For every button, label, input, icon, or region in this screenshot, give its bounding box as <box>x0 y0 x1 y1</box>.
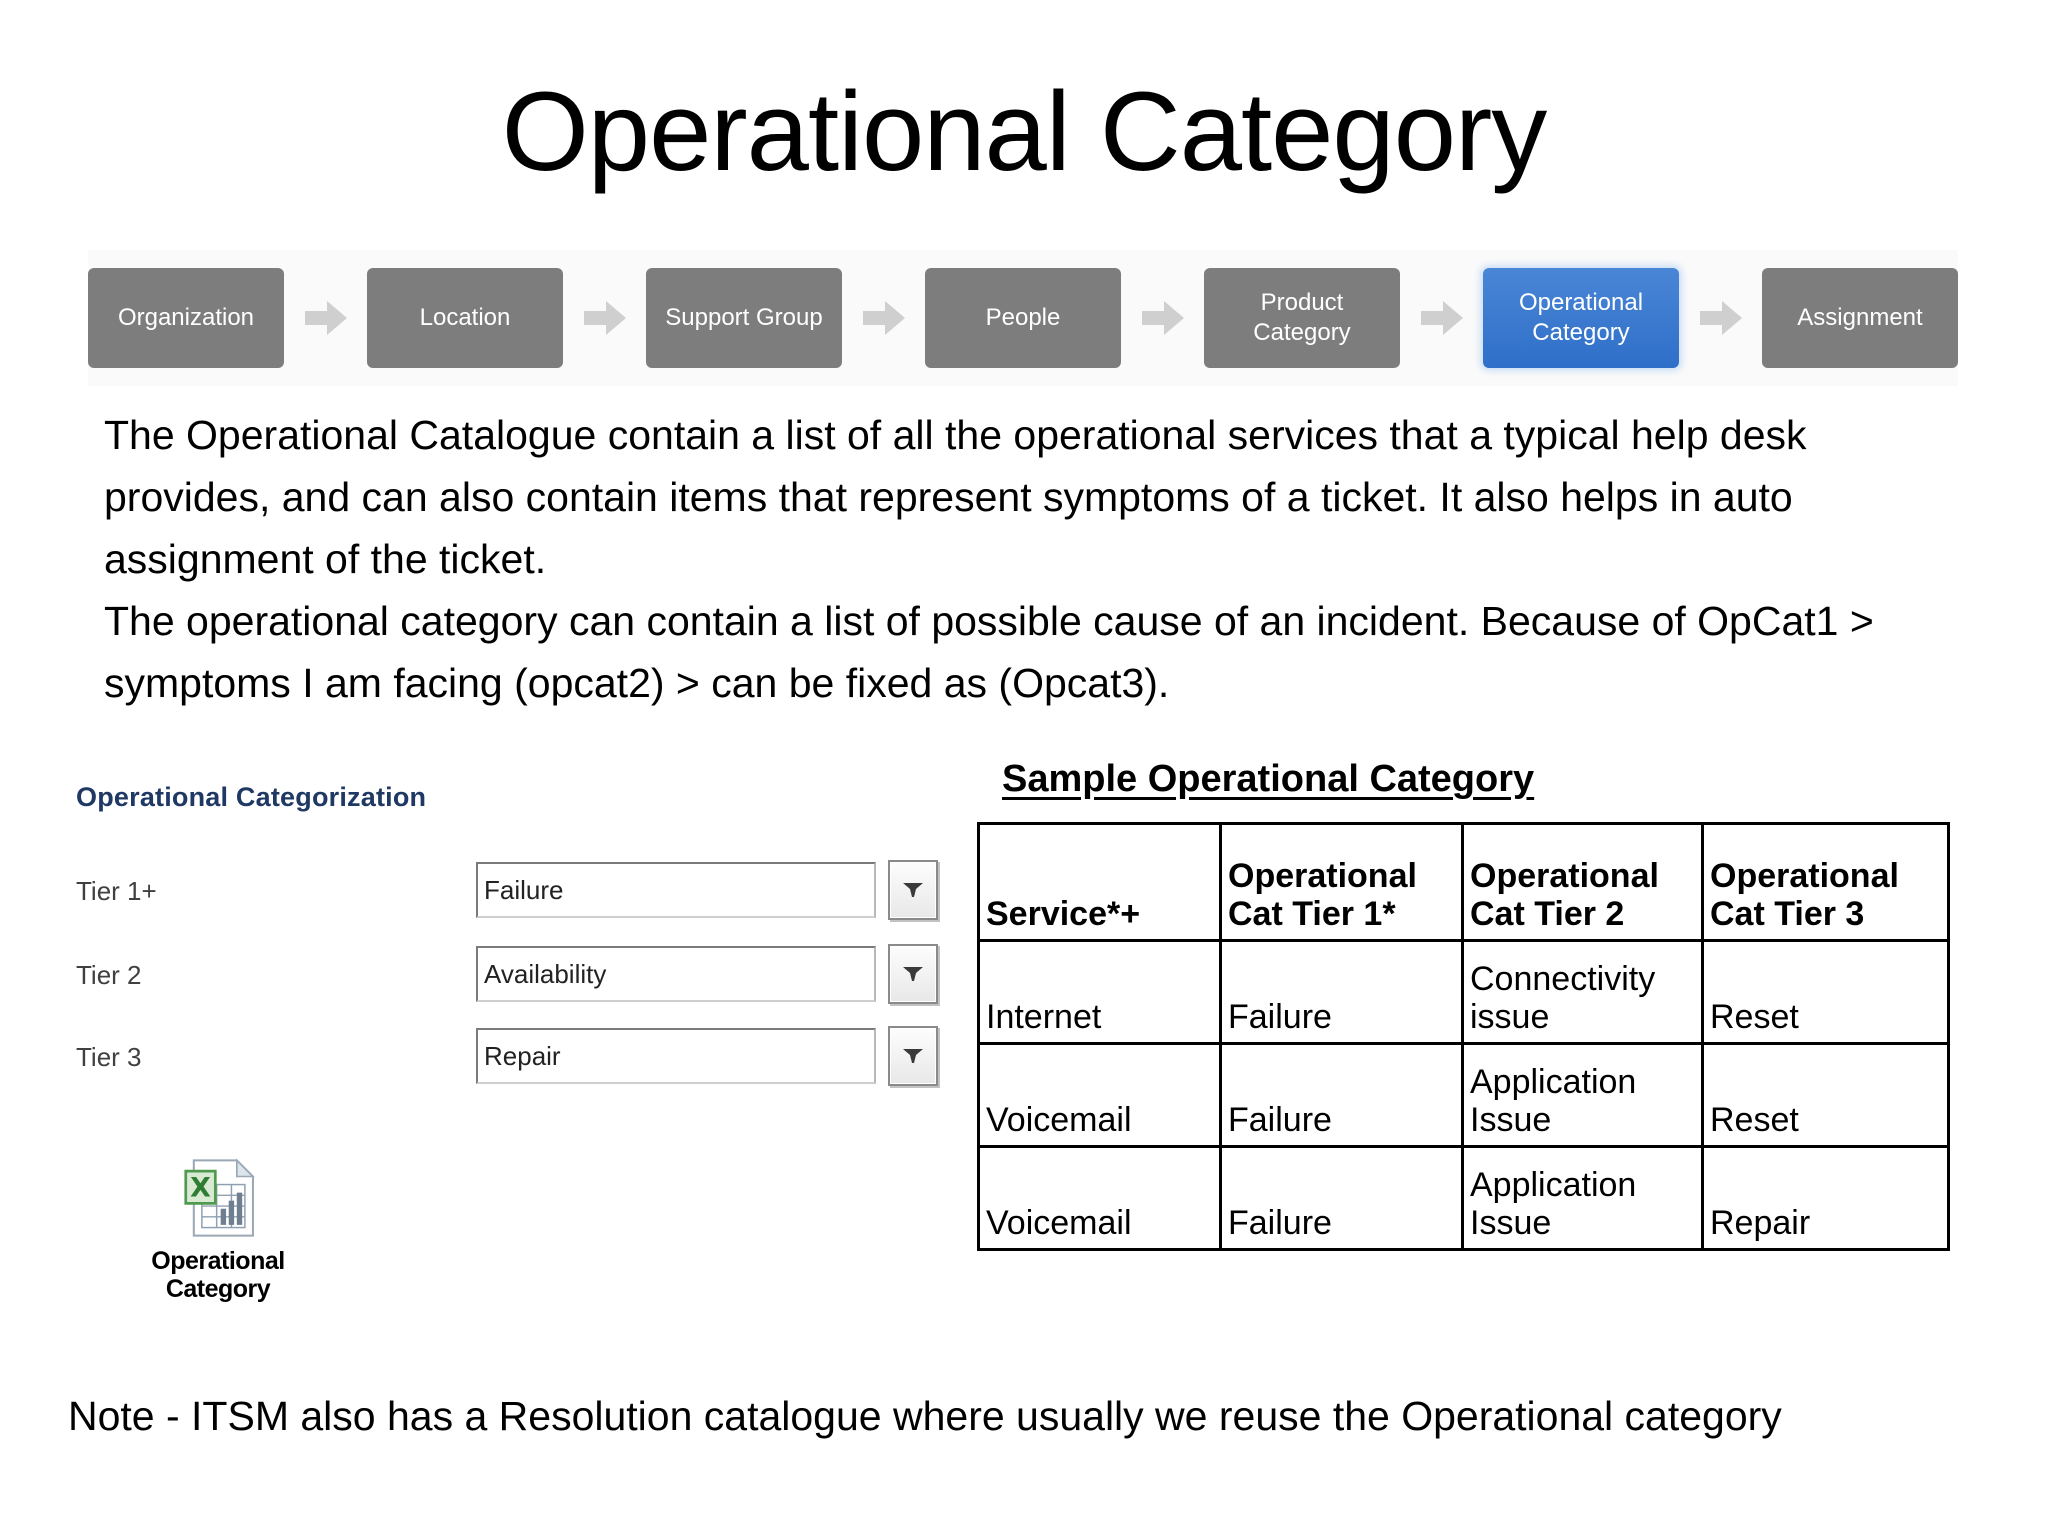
table-row: Voicemail Failure Application Issue Repa… <box>977 1145 1950 1251</box>
table-cell-service: Internet <box>977 939 1222 1045</box>
tier-3-input[interactable]: Repair <box>476 1028 876 1084</box>
tier-2-dropdown-button[interactable] <box>888 944 938 1004</box>
operational-categorization-form: Operational Categorization Tier 1+ Failu… <box>76 782 956 1122</box>
breadcrumb-item-label: Organization <box>117 304 255 331</box>
table-header-service: Service*+ <box>977 822 1222 942</box>
page-title: Operational Category <box>501 69 1548 194</box>
breadcrumb-item-assignment[interactable]: Assignment <box>1762 268 1958 368</box>
table-cell-tier-1: Failure <box>1219 939 1464 1045</box>
table-cell-tier-2: Application Issue <box>1461 1145 1704 1251</box>
chevron-down-icon <box>903 967 923 981</box>
breadcrumb-item-people[interactable]: People <box>925 268 1121 368</box>
right-arrow-icon <box>1137 298 1189 338</box>
form-row-tier-3: Tier 3 Repair <box>76 1026 956 1090</box>
excel-caption-line-2: Category <box>165 1275 271 1303</box>
excel-caption-line-1: Operational <box>151 1247 285 1275</box>
excel-spreadsheet-icon: X <box>184 1158 255 1237</box>
table-cell-tier-2: Connectivity issue <box>1461 939 1704 1045</box>
table-cell-tier-2: Application Issue <box>1461 1042 1704 1148</box>
operational-category-file-shortcut[interactable]: X Operational Category <box>118 1155 318 1303</box>
table-cell-tier-3: Reset <box>1701 939 1950 1045</box>
breadcrumb: Organization Location Support Group People P… <box>88 250 1958 386</box>
form-label-tier-3: Tier 3 <box>76 1042 142 1072</box>
breadcrumb-item-label: Support Group <box>665 304 823 331</box>
breadcrumb-item-label: Assignment <box>1797 304 1923 331</box>
breadcrumb-item-operational-category[interactable]: Operational Category <box>1483 268 1679 368</box>
table-row: Internet Failure Connectivity issue Rese… <box>977 939 1950 1045</box>
sample-table-heading: Sample Operational Category <box>1002 758 1535 800</box>
form-label-tier-1: Tier 1+ <box>76 876 157 906</box>
form-row-tier-2: Tier 2 Availability <box>76 944 956 1008</box>
footer-note: Note - ITSM also has a Resolution catalo… <box>68 1393 1782 1439</box>
breadcrumb-item-support-group[interactable]: Support Group <box>646 268 842 368</box>
right-arrow-icon <box>1695 298 1747 338</box>
chevron-down-icon <box>903 1049 923 1063</box>
right-arrow-icon <box>1416 298 1468 338</box>
breadcrumb-item-label: Location <box>419 304 511 331</box>
form-label-tier-2: Tier 2 <box>76 960 142 990</box>
right-arrow-icon <box>858 298 910 338</box>
table-header-row: Service*+ Operational Cat Tier 1* Operat… <box>977 822 1950 942</box>
svg-text:X: X <box>190 1173 211 1204</box>
table-cell-tier-1: Failure <box>1219 1042 1464 1148</box>
breadcrumb-item-label: Operational Category <box>1518 289 1644 346</box>
form-heading: Operational Categorization <box>76 782 427 812</box>
excel-shortcut-caption: Operational Category <box>118 1247 318 1303</box>
table-row: Voicemail Failure Application Issue Rese… <box>977 1042 1950 1148</box>
table-cell-tier-3: Reset <box>1701 1042 1950 1148</box>
right-arrow-icon <box>579 298 631 338</box>
tier-1-dropdown-button[interactable] <box>888 860 938 920</box>
breadcrumb-item-label: Product Category <box>1253 289 1351 346</box>
table-header-tier-2: Operational Cat Tier 2 <box>1461 822 1704 942</box>
table-header-tier-3: Operational Cat Tier 3 <box>1701 822 1950 942</box>
body-paragraph-2: The operational category can contain a l… <box>104 598 1874 706</box>
body-paragraph-1: The Operational Catalogue contain a list… <box>104 412 1807 582</box>
table-cell-service: Voicemail <box>977 1145 1222 1251</box>
form-row-tier-1: Tier 1+ Failure <box>76 860 956 924</box>
tier-2-input[interactable]: Availability <box>476 946 876 1002</box>
table-cell-tier-1: Failure <box>1219 1145 1464 1251</box>
breadcrumb-item-product-category[interactable]: Product Category <box>1204 268 1400 368</box>
breadcrumb-item-label: People <box>985 304 1061 331</box>
right-arrow-icon <box>300 298 352 338</box>
table-header-tier-1: Operational Cat Tier 1* <box>1219 822 1464 942</box>
breadcrumb-item-organization[interactable]: Organization <box>88 268 284 368</box>
tier-3-dropdown-button[interactable] <box>888 1026 938 1086</box>
chevron-down-icon <box>903 883 923 897</box>
table-cell-service: Voicemail <box>977 1042 1222 1148</box>
table-cell-tier-3: Repair <box>1701 1145 1950 1251</box>
breadcrumb-item-location[interactable]: Location <box>367 268 563 368</box>
tier-1-input[interactable]: Failure <box>476 862 876 918</box>
sample-operational-category-table: Service*+ Operational Cat Tier 1* Operat… <box>977 822 1950 1251</box>
